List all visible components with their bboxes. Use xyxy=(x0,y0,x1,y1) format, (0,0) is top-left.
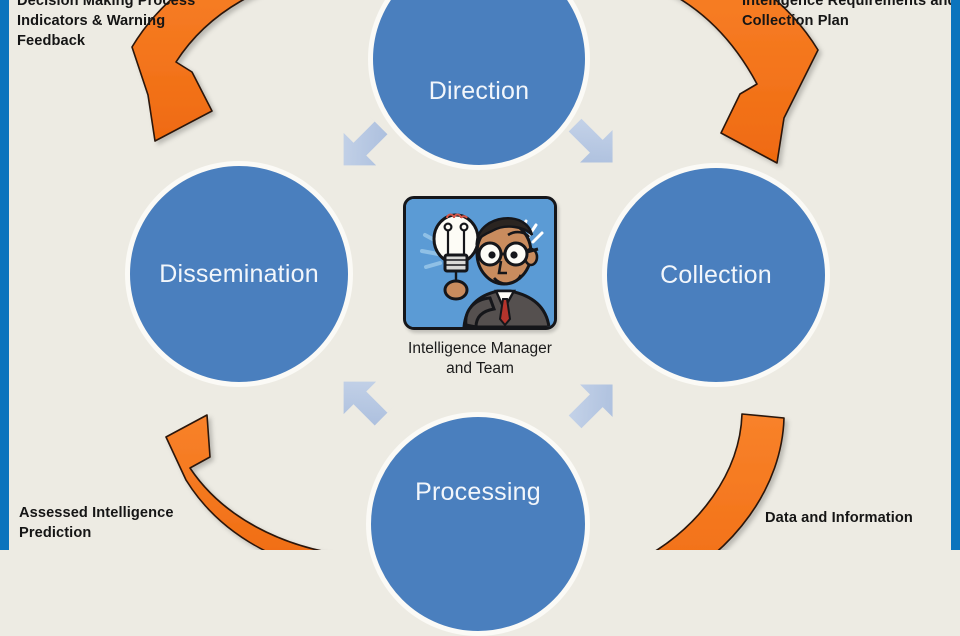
center-to-collection-arrow xyxy=(568,118,613,163)
center-caption-line1: Intelligence Manager xyxy=(408,340,552,357)
direction-to-collection-arrow xyxy=(679,0,819,164)
node-collection-label: Collection xyxy=(660,260,772,289)
intelligence-manager-icon xyxy=(403,196,557,330)
center-to-dissemination-arrow xyxy=(343,381,395,426)
caption-top-right-line1: Intelligence Requirements and xyxy=(742,0,957,9)
caption-top-right-line2: Collection Plan xyxy=(742,13,849,30)
caption-bottom-left-line2: Prediction xyxy=(19,525,92,542)
center-to-direction-arrow xyxy=(343,114,388,166)
dissemination-to-direction-arrow xyxy=(131,0,245,142)
center-caption: Intelligence Manager and Team xyxy=(395,339,565,379)
collection-to-processing-arrow xyxy=(655,413,785,550)
caption-bottom-left: Assessed Intelligence Prediction xyxy=(19,503,234,543)
center-block: Intelligence Manager and Team xyxy=(395,196,565,379)
right-border-strip xyxy=(951,0,960,550)
caption-bottom-right-line1: Data and Information xyxy=(765,510,913,526)
caption-top-left-line3: Feedback xyxy=(17,33,86,50)
node-collection[interactable]: Collection xyxy=(602,163,830,387)
left-border-strip xyxy=(0,0,9,550)
node-processing[interactable]: Processing xyxy=(366,412,590,636)
node-processing-label: Processing xyxy=(415,477,541,506)
center-caption-line2: and Team xyxy=(446,359,514,377)
arrows-layer xyxy=(131,0,819,550)
node-dissemination[interactable]: Dissemination xyxy=(125,161,353,387)
processing-to-dissemination-arrow xyxy=(165,414,322,550)
center-to-processing-arrow xyxy=(568,384,613,429)
caption-top-left: Decision Making Process Indicators & War… xyxy=(17,0,252,51)
caption-top-left-line1: Decision Making Process xyxy=(17,0,196,9)
caption-bottom-left-line1: Assessed Intelligence xyxy=(19,505,174,521)
node-direction-label: Direction xyxy=(428,76,530,105)
caption-top-right: Intelligence Requirements and Collection… xyxy=(742,0,957,31)
caption-bottom-right: Data and Information xyxy=(765,508,960,528)
node-dissemination-label: Dissemination xyxy=(159,259,319,288)
caption-top-left-line2: Indicators & Warning xyxy=(17,13,166,30)
